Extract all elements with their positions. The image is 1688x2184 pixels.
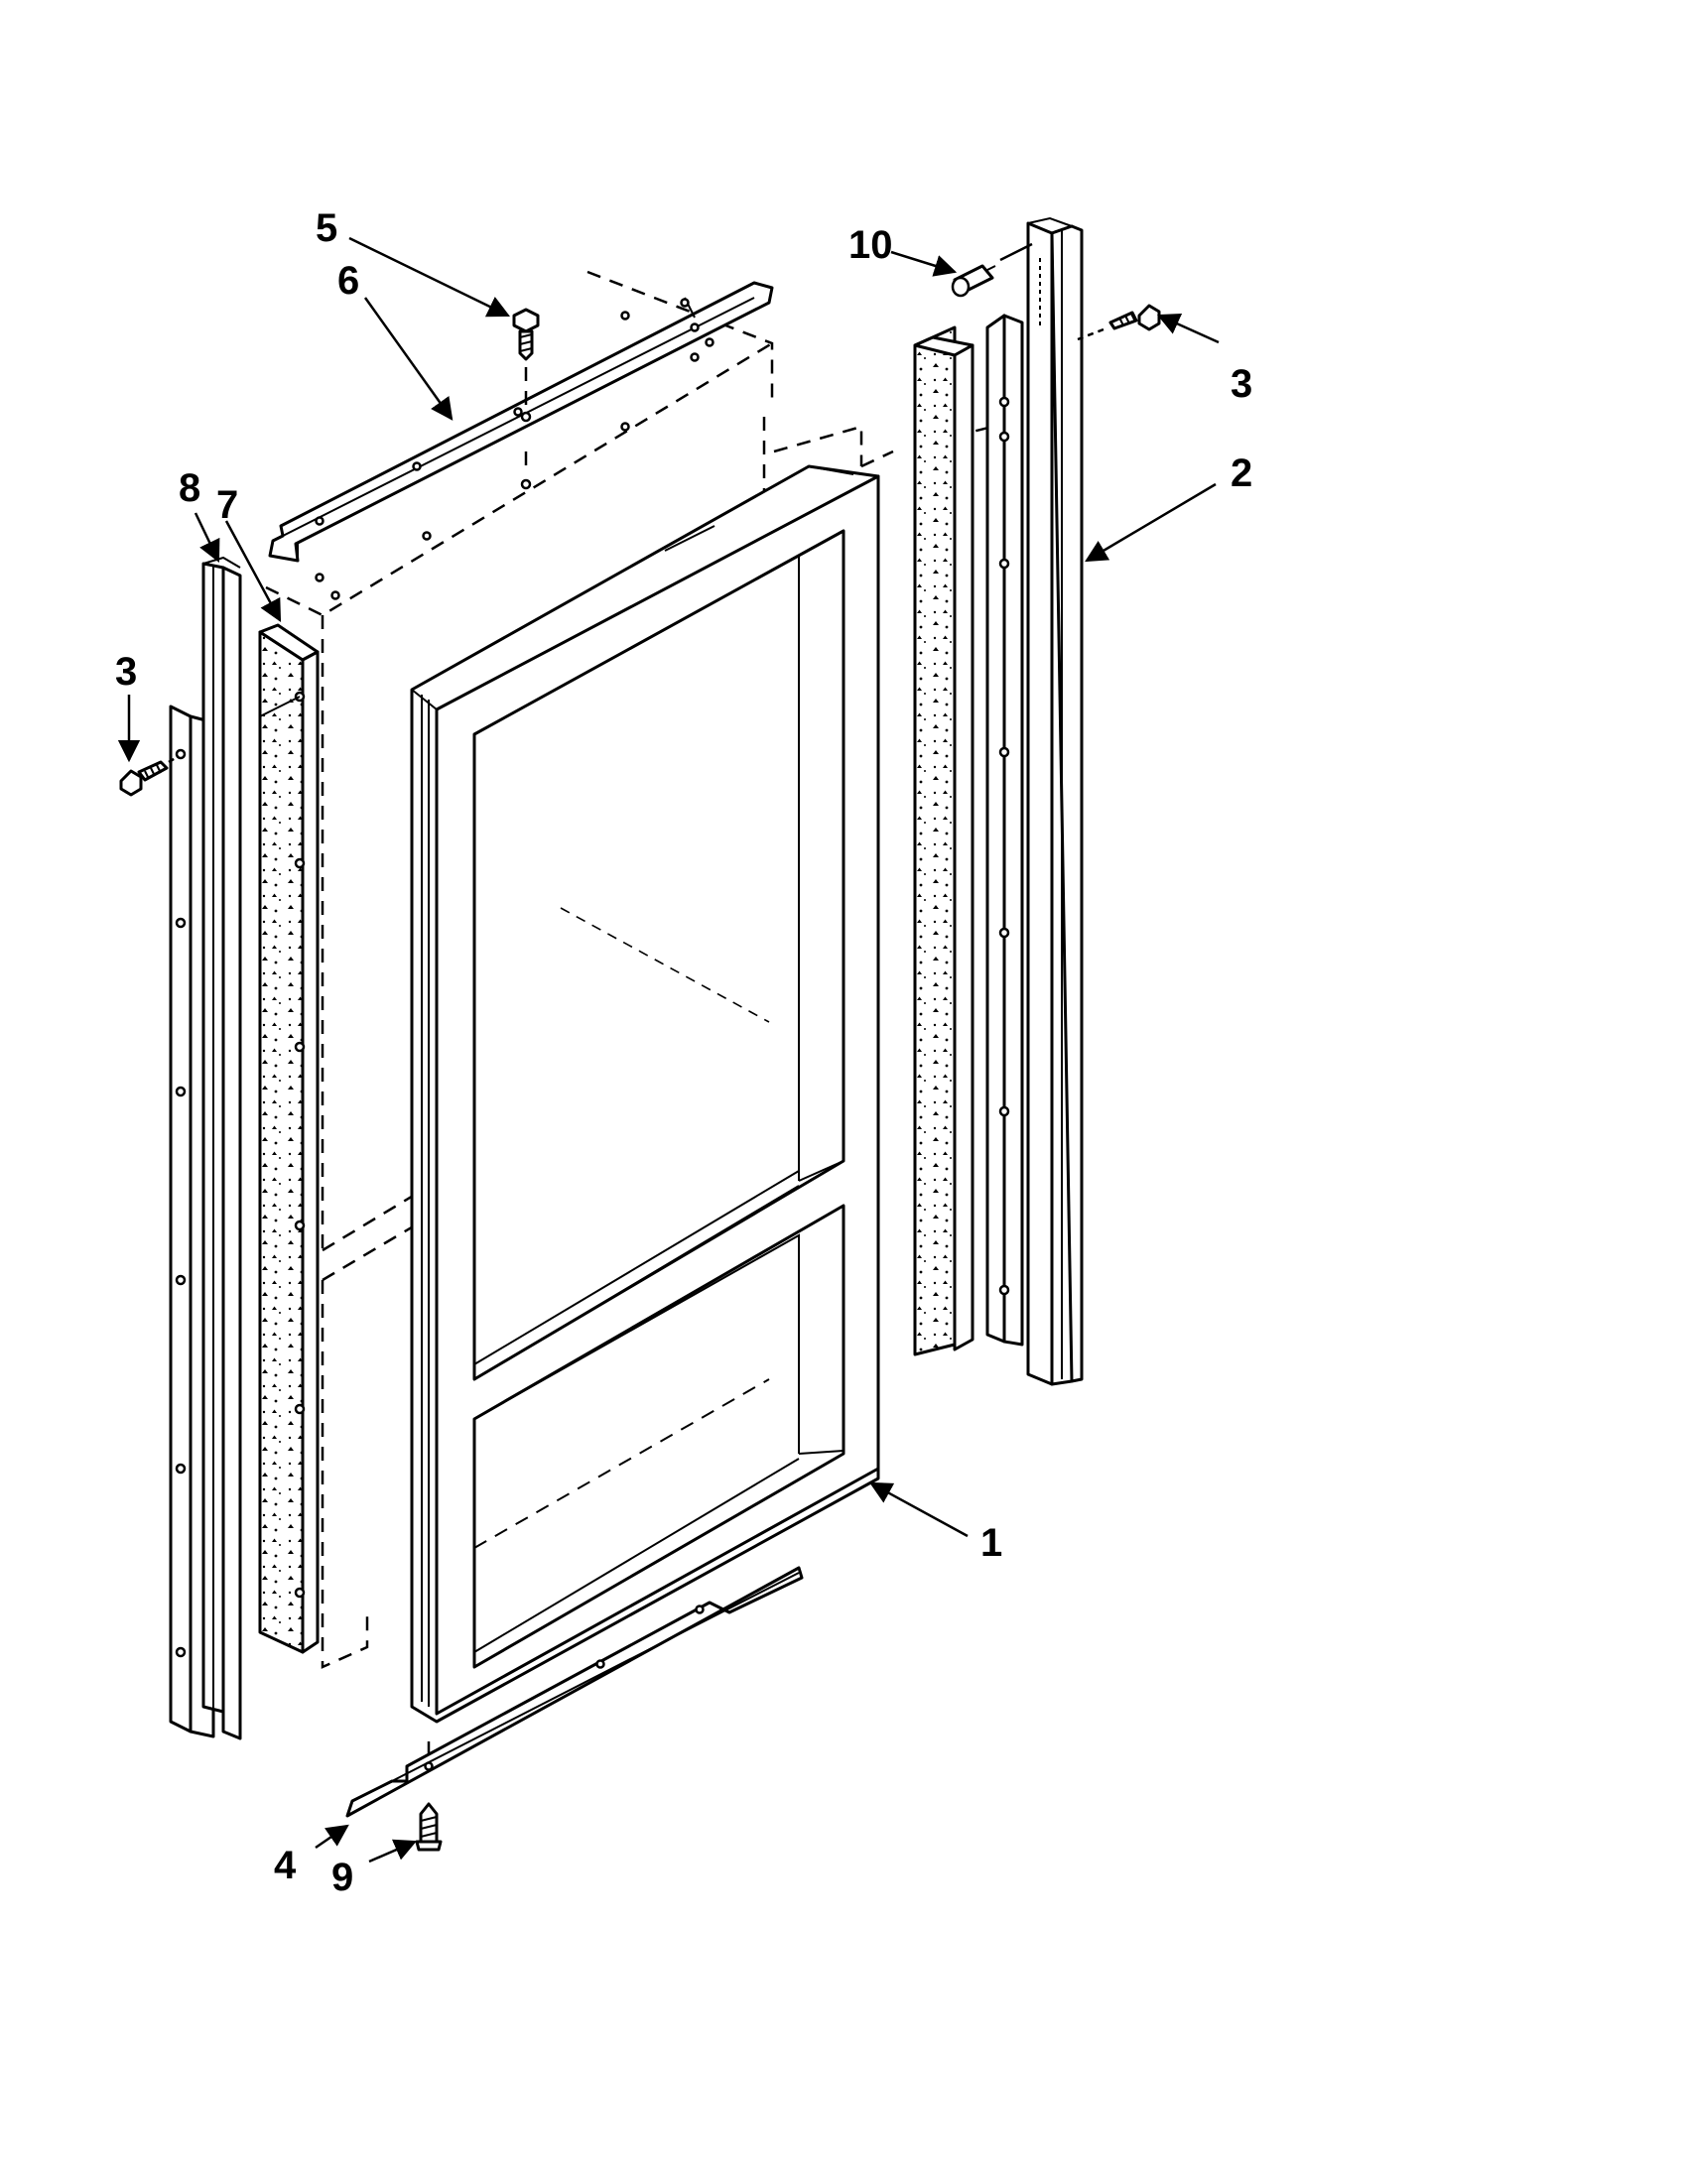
top-screw xyxy=(512,308,540,490)
callout-7: 7 xyxy=(216,483,238,527)
callout-4: 4 xyxy=(274,1844,297,1887)
callout-3-right: 3 xyxy=(1231,362,1252,406)
left-side-screw xyxy=(119,754,180,797)
callout-10: 10 xyxy=(848,223,893,267)
bottom-mounting-rail xyxy=(345,1566,804,1818)
alignment-pin xyxy=(951,242,1033,298)
callout-leaders xyxy=(117,236,1220,1863)
callout-5: 5 xyxy=(316,206,337,250)
bottom-screw xyxy=(415,1802,443,1852)
callout-1: 1 xyxy=(980,1521,1002,1565)
callout-8: 8 xyxy=(179,466,200,510)
callout-labels: 1 2 3 3 4 5 6 7 8 9 10 xyxy=(115,206,1252,1899)
top-mounting-rail xyxy=(268,281,774,600)
callout-9: 9 xyxy=(331,1856,353,1899)
callout-2: 2 xyxy=(1231,451,1252,495)
left-foam-gasket xyxy=(258,623,320,1654)
callout-3-left: 3 xyxy=(115,650,137,694)
callout-6: 6 xyxy=(337,259,359,303)
door-frame xyxy=(410,464,880,1724)
right-side-panel xyxy=(985,314,1024,1347)
right-side-screw xyxy=(1077,304,1161,341)
right-trim-channel xyxy=(1026,216,1084,1386)
left-trim-strip xyxy=(201,556,242,1740)
right-foam-gasket xyxy=(913,325,974,1356)
